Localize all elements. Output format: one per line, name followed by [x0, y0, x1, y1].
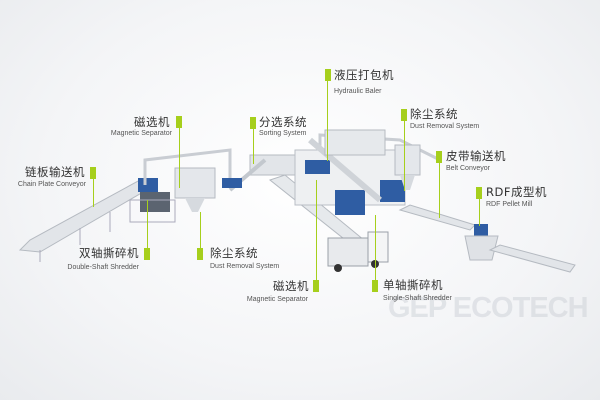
label-marker [197, 248, 203, 260]
single-shaft-shredder-machine [294, 137, 406, 215]
watermark-logo: GEP ECOTECH [388, 292, 589, 324]
leader-line [147, 200, 148, 248]
label-zh: RDF成型机 [486, 185, 547, 199]
leader-line [375, 215, 376, 280]
label-marker [401, 109, 407, 121]
label-en: RDF Pellet Mill [486, 201, 533, 208]
double-shaft-shredder-machine [129, 192, 176, 223]
label-marker [250, 117, 256, 129]
leader-line [439, 163, 440, 218]
truck [327, 231, 389, 272]
leader-line [479, 199, 480, 226]
label-marker [476, 187, 482, 199]
label-zh: 双轴撕碎机 [79, 246, 139, 260]
dust-removal-bottom-machine [174, 167, 216, 212]
label-zh: 磁选机 [134, 115, 170, 129]
label-zh: 除尘系统 [410, 107, 458, 121]
hydraulic-baler-machine [324, 129, 386, 156]
label-en: Hydraulic Baler [334, 88, 382, 95]
label-marker [325, 69, 331, 81]
leader-line [327, 81, 328, 161]
label-marker [313, 280, 319, 292]
leader-line [200, 212, 201, 248]
label-en: Magnetic Separator [246, 296, 308, 303]
label-en: Dust Removal System [410, 123, 480, 130]
belt-conveyor-machine [398, 204, 476, 231]
label-en: Magnetic Separator [110, 130, 172, 137]
dust-removal-top-machine [394, 144, 421, 190]
sorting-system-machine [222, 154, 296, 192]
label-marker [372, 280, 378, 292]
label-en: Double-Shaft Shredder [67, 264, 139, 271]
leader-line [404, 121, 405, 191]
label-en: Sorting System [259, 130, 307, 137]
label-en: Belt Conveyor [446, 165, 490, 172]
leader-line [253, 129, 254, 164]
label-zh: 除尘系统 [210, 246, 258, 260]
label-marker [176, 116, 182, 128]
label-marker [90, 167, 96, 179]
chain-plate-conveyor-machine [18, 178, 158, 262]
label-en: Single-Shaft Shredder [383, 295, 452, 302]
label-marker [436, 151, 442, 163]
label-zh: 液压打包机 [334, 68, 394, 82]
label-zh: 皮带输送机 [446, 149, 506, 163]
label-en: Chain Plate Conveyor [17, 181, 86, 188]
label-zh: 磁选机 [273, 279, 309, 293]
label-zh: 链板输送机 [25, 165, 85, 179]
leader-line [316, 180, 317, 280]
label-marker [144, 248, 150, 260]
label-en: Dust Removal System [210, 263, 280, 270]
label-zh: 分选系统 [259, 115, 307, 129]
label-zh: 单轴撕碎机 [383, 278, 443, 292]
leader-line [179, 128, 180, 188]
rdf-pellet-mill-machine [464, 224, 576, 273]
leader-line [93, 179, 94, 207]
